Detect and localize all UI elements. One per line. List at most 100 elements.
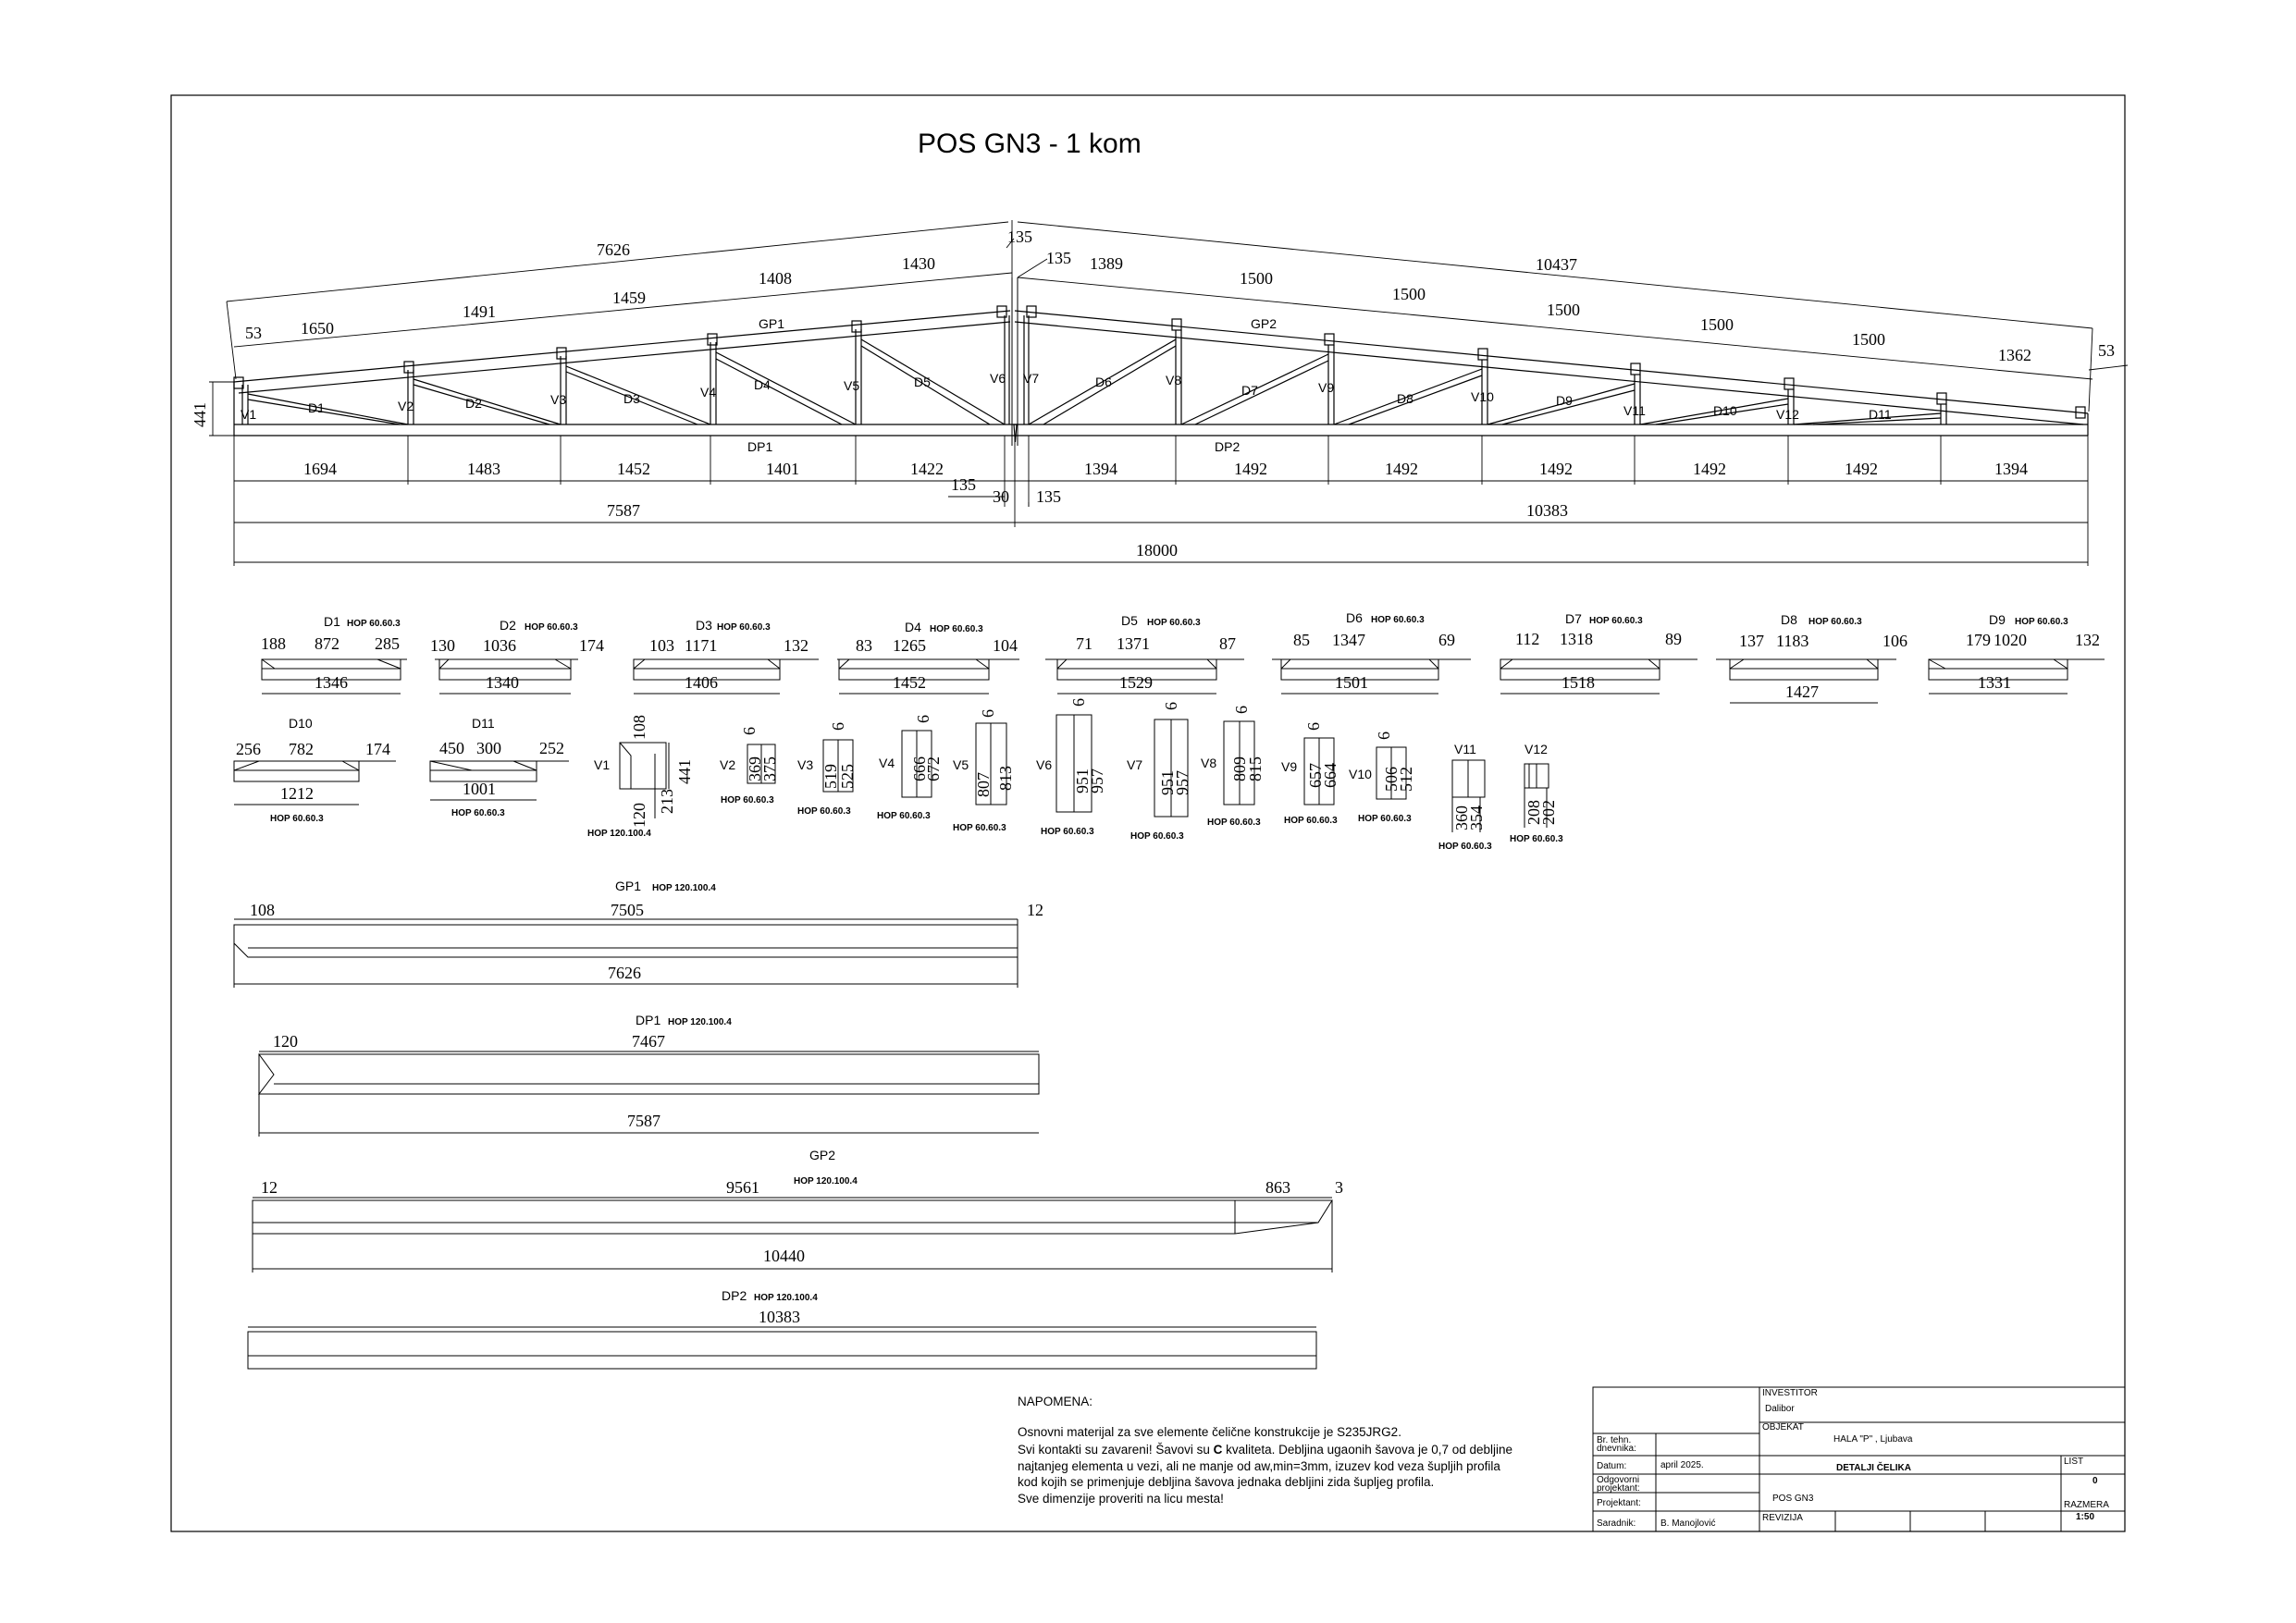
svg-text:6: 6: [1162, 702, 1180, 710]
svg-text:HOP 60.60.3: HOP 60.60.3: [1358, 814, 1412, 824]
svg-text:1265: 1265: [893, 636, 926, 655]
svg-text:V4: V4: [700, 385, 716, 400]
svg-text:D8: D8: [1397, 391, 1413, 406]
svg-text:HOP 60.60.3: HOP 60.60.3: [1284, 816, 1338, 826]
svg-text:1408: 1408: [759, 269, 792, 288]
svg-text:6: 6: [1375, 732, 1393, 740]
svg-text:666: 666: [910, 756, 929, 781]
svg-text:252: 252: [539, 739, 564, 757]
svg-text:HOP 120.100.4: HOP 120.100.4: [587, 829, 651, 839]
svg-text:957: 957: [1173, 770, 1191, 795]
svg-text:DETALJI ČELIKA: DETALJI ČELIKA: [1836, 1461, 1911, 1473]
svg-text:7505: 7505: [611, 901, 644, 919]
svg-text:1340: 1340: [486, 673, 519, 692]
svg-text:HOP 60.60.3: HOP 60.60.3: [717, 622, 771, 633]
svg-text:1347: 1347: [1332, 631, 1365, 649]
svg-text:1518: 1518: [1562, 673, 1595, 692]
svg-text:132: 132: [2075, 631, 2100, 649]
svg-text:DP1: DP1: [636, 1013, 660, 1027]
svg-text:87: 87: [1219, 634, 1236, 653]
svg-text:1331: 1331: [1978, 673, 2011, 692]
svg-text:V2: V2: [398, 399, 414, 413]
svg-text:Br. tehn.: Br. tehn.: [1597, 1435, 1631, 1445]
svg-text:D10: D10: [289, 716, 313, 731]
svg-text:HALA "P" , Ljubava: HALA "P" , Ljubava: [1833, 1434, 1913, 1445]
truss-bottom-dim-texts: 1694 1483 1452 1401 1422 1394 1492 1492 …: [303, 460, 2028, 559]
svg-text:1492: 1492: [1385, 460, 1418, 478]
truss-height-text: 441: [191, 402, 209, 427]
svg-text:HOP 60.60.3: HOP 60.60.3: [930, 624, 983, 634]
svg-text:V1: V1: [241, 407, 256, 422]
svg-text:NAPOMENA:: NAPOMENA:: [1018, 1395, 1092, 1408]
svg-text:RAZMERA: RAZMERA: [2064, 1500, 2109, 1510]
svg-text:512: 512: [1397, 767, 1415, 792]
svg-text:DP2: DP2: [1215, 439, 1240, 454]
svg-text:1036: 1036: [483, 636, 516, 655]
svg-text:135: 135: [951, 475, 976, 494]
svg-text:285: 285: [375, 634, 400, 653]
diagonal-detail-shapes: [233, 658, 2105, 805]
svg-text:112: 112: [1515, 630, 1539, 648]
svg-text:1492: 1492: [1539, 460, 1573, 478]
svg-text:V2: V2: [720, 757, 735, 772]
svg-text:104: 104: [993, 636, 1018, 655]
truss-top-dim-texts: 7626 10437 135 135 53 1650 1491 1459 140…: [245, 227, 2115, 364]
svg-text:Datum:: Datum:: [1597, 1461, 1626, 1471]
svg-text:672: 672: [924, 756, 943, 781]
top-chord-right-inner: [1014, 321, 2084, 425]
svg-text:Sve dimenzije proveriti na lic: Sve dimenzije proveriti na licu mesta!: [1018, 1492, 1224, 1506]
svg-text:213: 213: [658, 789, 676, 814]
svg-text:1406: 1406: [685, 673, 718, 692]
svg-text:HOP 60.60.3: HOP 60.60.3: [1207, 818, 1261, 828]
svg-text:69: 69: [1438, 631, 1455, 649]
svg-text:807: 807: [974, 772, 993, 797]
svg-text:V6: V6: [1036, 757, 1052, 772]
truss-elevation: [233, 277, 2089, 446]
vertical-detail-shapes: [619, 714, 1549, 832]
svg-text:dnevnika:: dnevnika:: [1597, 1444, 1636, 1454]
svg-text:Odgovorni: Odgovorni: [1597, 1475, 1639, 1485]
svg-text:POS GN3: POS GN3: [1772, 1494, 1814, 1504]
svg-text:1500: 1500: [1240, 269, 1273, 288]
svg-text:85: 85: [1293, 631, 1310, 649]
general-notes: NAPOMENA: Osnovni materijal za sve eleme…: [1018, 1395, 1512, 1506]
svg-text:HOP 60.60.3: HOP 60.60.3: [451, 808, 505, 818]
svg-text:HOP 60.60.3: HOP 60.60.3: [1808, 617, 1862, 627]
svg-text:HOP 60.60.3: HOP 60.60.3: [1589, 616, 1643, 626]
top-chord-right-outer: [1014, 310, 2089, 414]
svg-text:441: 441: [675, 759, 694, 784]
svg-text:0: 0: [2092, 1476, 2098, 1486]
svg-text:Saradnik:: Saradnik:: [1597, 1518, 1636, 1529]
svg-text:108: 108: [630, 715, 648, 740]
svg-text:V7: V7: [1023, 371, 1039, 386]
svg-text:V7: V7: [1127, 757, 1142, 772]
svg-text:53: 53: [245, 324, 262, 342]
svg-text:D9: D9: [1556, 393, 1573, 408]
purlin-cleats: [233, 305, 2086, 419]
svg-text:1171: 1171: [685, 636, 717, 655]
svg-text:1492: 1492: [1234, 460, 1267, 478]
svg-text:1500: 1500: [1547, 301, 1580, 319]
svg-text:519: 519: [821, 764, 840, 789]
truss-diagonals: [247, 338, 1942, 425]
svg-text:450: 450: [439, 739, 464, 757]
svg-text:HOP 60.60.3: HOP 60.60.3: [877, 811, 931, 821]
svg-text:300: 300: [476, 739, 501, 757]
truss-verticals: [241, 315, 1947, 424]
svg-text:10383: 10383: [759, 1308, 800, 1326]
svg-text:1001: 1001: [463, 780, 496, 798]
svg-text:1500: 1500: [1392, 285, 1426, 303]
svg-text:D10: D10: [1713, 403, 1737, 418]
svg-text:V9: V9: [1281, 759, 1297, 774]
svg-text:525: 525: [838, 764, 857, 789]
svg-text:1:50: 1:50: [2076, 1512, 2094, 1522]
svg-text:HOP 60.60.3: HOP 60.60.3: [270, 814, 324, 824]
svg-text:1362: 1362: [1998, 346, 2031, 364]
svg-text:1371: 1371: [1117, 634, 1150, 653]
svg-text:89: 89: [1665, 630, 1682, 648]
svg-text:120: 120: [630, 803, 648, 828]
svg-text:projektant:: projektant:: [1597, 1483, 1640, 1494]
svg-text:863: 863: [1265, 1178, 1290, 1197]
svg-text:HOP 60.60.3: HOP 60.60.3: [347, 619, 401, 629]
svg-text:174: 174: [365, 740, 390, 758]
